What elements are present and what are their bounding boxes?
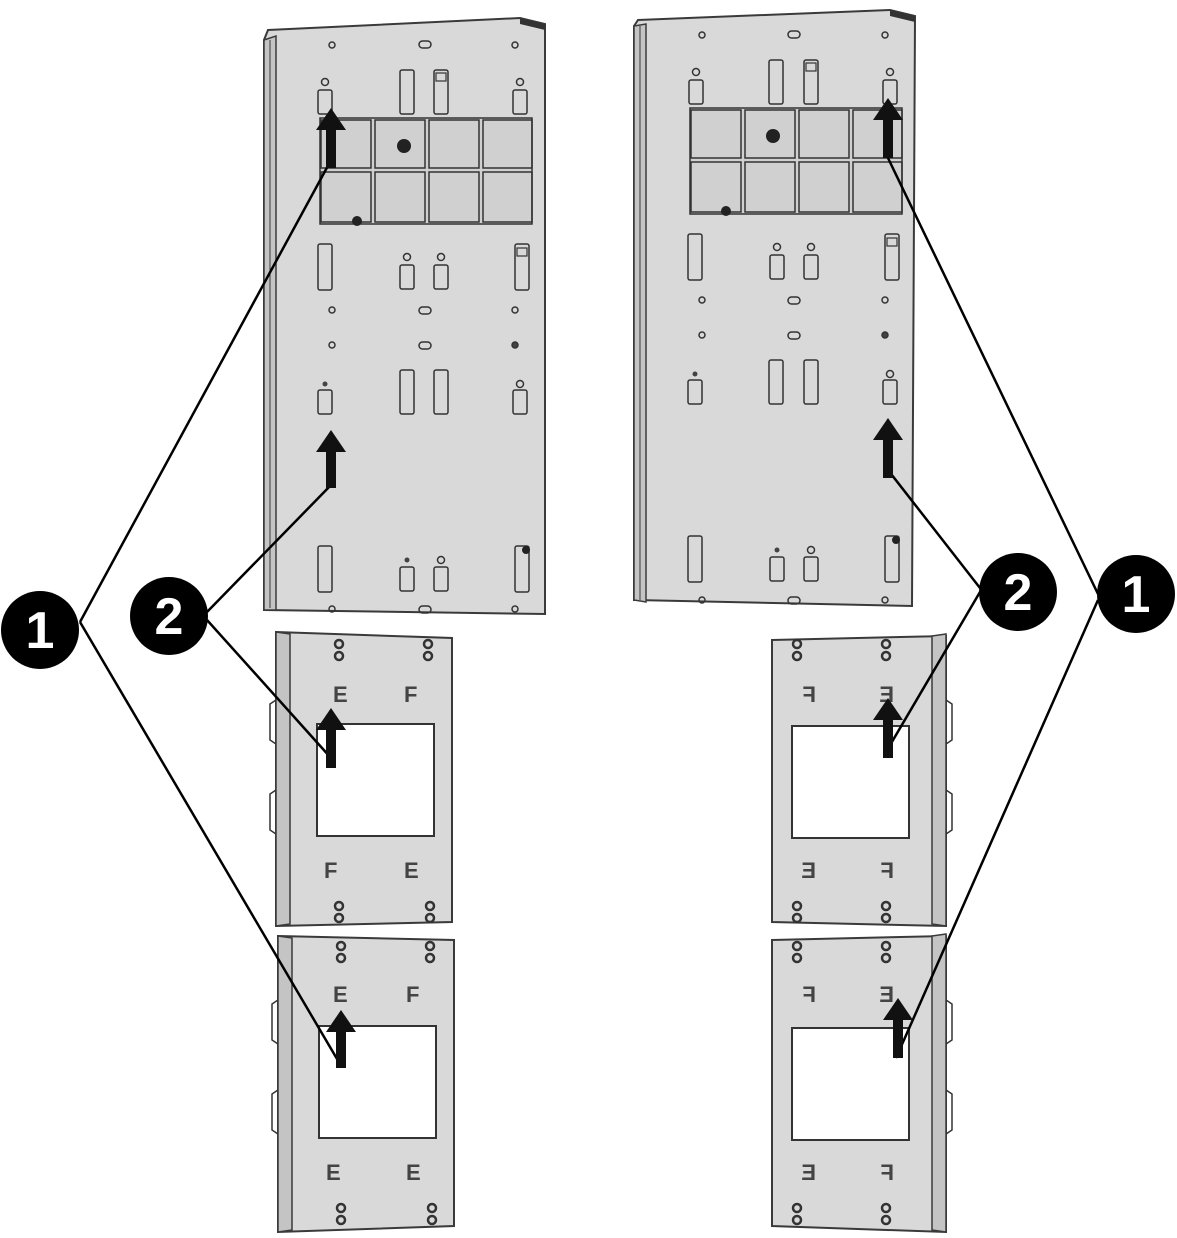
bracket-mark: E (879, 682, 894, 707)
up-arrow-icon (326, 1010, 356, 1068)
bracket-mark: F (324, 858, 337, 883)
callout-label: 2 (155, 588, 184, 646)
bracket-mark: F (881, 1160, 894, 1185)
leader-line (206, 483, 333, 613)
up-arrow-icon (873, 418, 903, 478)
bracket-mark: E (404, 858, 419, 883)
leader-line (78, 161, 332, 623)
bracket-mark: F (406, 982, 419, 1007)
up-arrow-icon (316, 108, 346, 168)
callout-right-2: 2 (979, 553, 1057, 631)
right-chassis-side-panel (633, 8, 917, 608)
callout-label: 2 (1004, 564, 1033, 622)
callout-left-2: 2 (130, 577, 208, 655)
bracket-mark: F (803, 982, 816, 1007)
right-upper-mounting-bracket: F E E F (771, 633, 953, 928)
up-arrow-icon (316, 708, 346, 768)
bracket-mark: E (333, 982, 348, 1007)
up-arrow-icon (873, 98, 903, 158)
bracket-mark: F (803, 682, 816, 707)
left-chassis-side-panel (263, 16, 546, 616)
bracket-mark: E (801, 858, 816, 883)
bracket-mark: F (404, 682, 417, 707)
up-arrow-icon (873, 698, 903, 758)
left-lower-mounting-bracket: E F E E (271, 934, 455, 1234)
bracket-mark: E (801, 1160, 816, 1185)
bracket-mark: E (326, 1160, 341, 1185)
bracket-mark: F (881, 858, 894, 883)
leader-line (887, 469, 981, 589)
leader-line (894, 599, 1100, 1059)
up-arrow-icon (316, 430, 346, 488)
right-lower-mounting-bracket: F E E F (771, 933, 953, 1234)
bracket-mark: E (879, 982, 894, 1007)
arrows (316, 98, 913, 1068)
leader-line (206, 619, 332, 759)
callout-right-1: 1 (1097, 555, 1175, 633)
callout-label: 1 (26, 602, 55, 660)
leader-line (886, 157, 1100, 595)
leader-line (884, 591, 982, 753)
leader-line (78, 621, 342, 1065)
callout-label: 1 (1122, 566, 1151, 624)
callout-left-1: 1 (1, 591, 79, 669)
bracket-mark: E (406, 1160, 421, 1185)
left-upper-mounting-bracket: E F F E (269, 630, 453, 928)
up-arrow-icon (883, 998, 913, 1058)
bracket-mark: E (333, 682, 348, 707)
leader-lines (78, 157, 1100, 1065)
